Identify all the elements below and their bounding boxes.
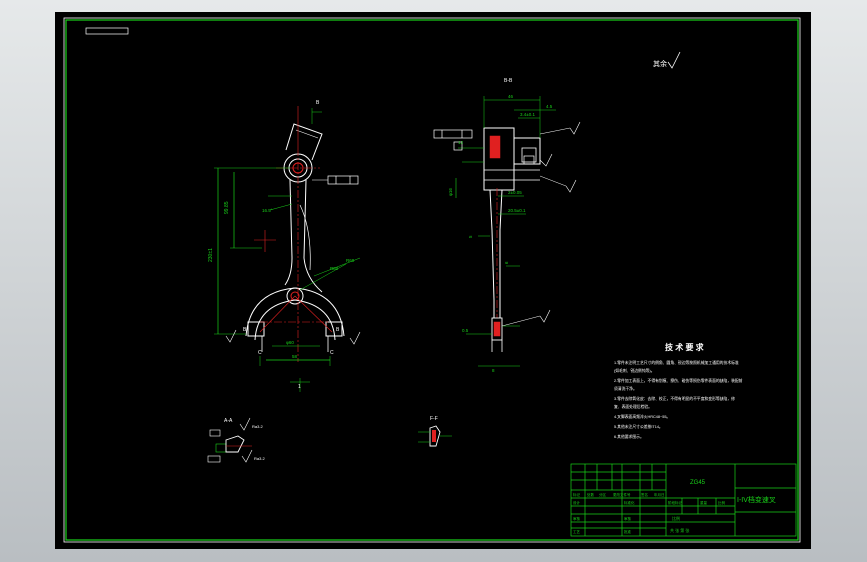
part-name: I-IV档变速叉 <box>737 495 776 504</box>
svg-text:R60: R60 <box>346 258 355 263</box>
scale-label: 比例 <box>672 515 680 521</box>
tech-req-line: 2.零件加工表面上，不得有划痕、擦伤、碰伤等损伤零件表面的缺陷，装配前 <box>614 378 743 383</box>
svg-text:5: 5 <box>468 235 473 238</box>
corner-code-box <box>85 27 129 35</box>
svg-text:2±0.05: 2±0.05 <box>508 190 522 195</box>
svg-text:签名: 签名 <box>641 492 648 497</box>
detail-view-a: Ra3.2 Ra3.2 <box>207 417 265 463</box>
outer-border <box>63 17 801 543</box>
svg-text:处数: 处数 <box>587 492 595 497</box>
tech-req-line: 须清洗干净。 <box>614 386 637 391</box>
svg-text:6: 6 <box>504 261 509 264</box>
svg-text:其余: 其余 <box>653 59 667 68</box>
svg-text:3.4±0.1: 3.4±0.1 <box>520 112 535 117</box>
fork-front-view: 230±1 99.85 16.5° R80 R60 φ60 58 <box>208 106 361 392</box>
tech-req-line: 复、表面处理后检验。 <box>614 404 652 409</box>
svg-text:年月日: 年月日 <box>654 492 665 497</box>
svg-text:4.5: 4.5 <box>546 104 553 109</box>
svg-text:20.5±0.1: 20.5±0.1 <box>508 208 526 213</box>
svg-text:比例: 比例 <box>718 500 726 505</box>
svg-text:工艺: 工艺 <box>573 529 581 534</box>
tech-req-line: (如毛刺、锐边倒钝等)。 <box>614 368 655 373</box>
svg-text:Ra3.2: Ra3.2 <box>252 424 263 429</box>
tech-req-line: 3.零件去除氧化皮：去除、校正，不得有明显的不平度和变形等缺陷，修 <box>614 396 735 401</box>
tech-req-line: 6.其他要求图示。 <box>614 434 644 439</box>
svg-text:批准: 批准 <box>624 529 632 534</box>
detail-title-f: F-F <box>430 416 438 422</box>
label-b-left: B <box>243 327 247 333</box>
svg-text:φ60: φ60 <box>286 340 294 345</box>
tech-requirements: 技 术 要 求 1.零件未注明工艺尺寸的倒角、圆角、锐边等按照机械加工通用的技术… <box>614 342 743 439</box>
svg-text:阶段标记: 阶段标记 <box>668 500 682 505</box>
svg-text:58: 58 <box>292 354 298 359</box>
svg-text:φ16: φ16 <box>448 188 453 196</box>
tech-req-line: 1.零件未注明工艺尺寸的倒角、圆角、锐边等按照机械加工通用的技术标准 <box>614 360 739 365</box>
inner-border <box>65 19 799 541</box>
svg-text:99.85: 99.85 <box>224 201 230 214</box>
fork-side-view: 46 4.5 3.4±0.1 12 φ16 2±0.05 20.5±0.1 5 … <box>433 94 581 373</box>
svg-text:46: 46 <box>508 94 514 99</box>
tech-req-title: 技 术 要 求 <box>665 342 705 352</box>
label-1: 1 <box>298 384 301 390</box>
tech-req-line: 5.其他未注尺寸公差按IT14。 <box>614 424 663 429</box>
drawing-sheet <box>55 12 811 549</box>
svg-text:0.5: 0.5 <box>462 328 469 333</box>
svg-text:设计: 设计 <box>573 500 581 505</box>
svg-text:更改文件号: 更改文件号 <box>613 492 631 497</box>
label-c-right: C <box>330 350 334 356</box>
svg-text:R80: R80 <box>330 266 339 271</box>
title-block-cells: 标记 处数分区 更改文件号 签名 年月日 设计 标准化 审核 审核 工艺 批准 阶段标记 重量… <box>573 492 726 534</box>
svg-text:230±1: 230±1 <box>208 248 214 262</box>
svg-text:16.5°: 16.5° <box>262 208 273 213</box>
label-c-left: C <box>258 350 262 356</box>
section-title-b: B-B <box>504 78 513 84</box>
svg-text:审核: 审核 <box>573 516 581 521</box>
svg-text:标记: 标记 <box>573 492 581 497</box>
detail-view-f <box>418 425 452 447</box>
material-label: ZG45 <box>690 480 706 486</box>
svg-text:重量: 重量 <box>700 500 708 505</box>
svg-text:标准化: 标准化 <box>624 500 635 505</box>
tech-req-line: 4.叉脚表面高频淬火HRC48~55。 <box>614 414 670 419</box>
detail-title-a: A-A <box>224 418 233 424</box>
svg-text:审核: 审核 <box>624 516 632 521</box>
svg-text:Ra3.2: Ra3.2 <box>254 456 265 461</box>
svg-text:12: 12 <box>458 140 464 145</box>
sheet-count: 共 张 第 张 <box>670 527 689 533</box>
svg-text:8: 8 <box>492 368 495 373</box>
label-b-top: B <box>316 100 320 106</box>
surface-finish-mark: 其余 <box>653 51 681 69</box>
label-b-right: B <box>336 327 340 333</box>
title-block <box>570 463 797 537</box>
svg-text:分区: 分区 <box>599 492 607 497</box>
